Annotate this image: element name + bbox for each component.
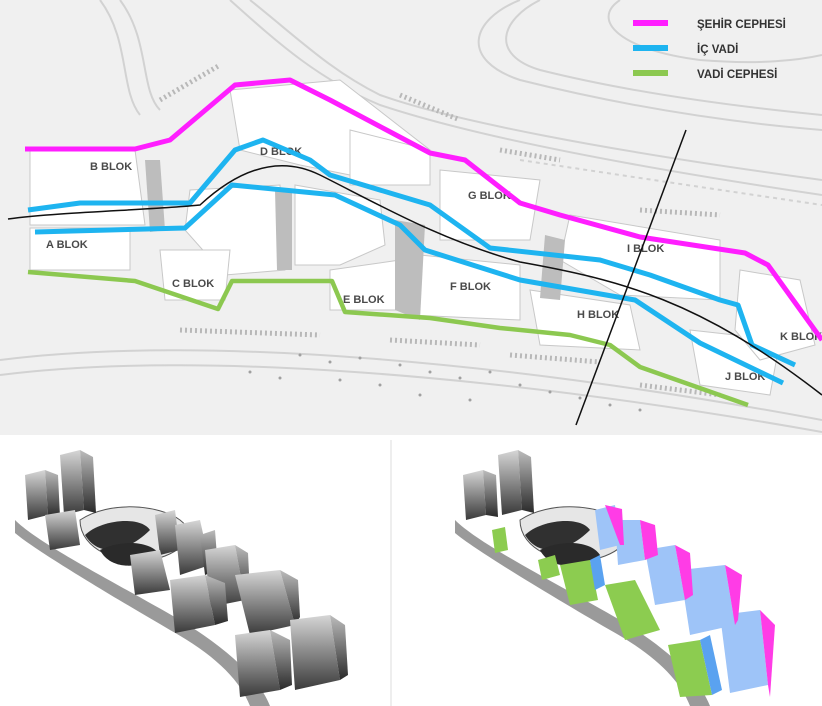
parking-rows xyxy=(158,62,721,398)
massing-models xyxy=(0,435,822,706)
site-plan: B BLOK A BLOK C BLOK D BLOK E BLOK F BLO… xyxy=(0,0,822,435)
valley-facade-line xyxy=(27,269,749,408)
building-footprints xyxy=(29,79,816,396)
section-cut-line xyxy=(575,129,687,426)
road-network xyxy=(0,0,822,433)
legend-label-inner: İÇ VADİ xyxy=(697,43,738,56)
tree-dots xyxy=(248,353,642,412)
block-label-g: G BLOK xyxy=(468,190,511,202)
legend-label-city: ŞEHİR CEPHESİ xyxy=(697,18,786,31)
block-label-h: H BLOK xyxy=(577,309,619,321)
block-label-f: F BLOK xyxy=(450,281,491,293)
massing-model-grayscale xyxy=(15,450,348,706)
model-base-road-right xyxy=(455,520,710,706)
inner-valley-line-upper xyxy=(27,137,797,368)
block-label-j: J BLOK xyxy=(725,371,765,383)
legend-swatch-valley xyxy=(633,70,668,76)
legend-swatch-inner xyxy=(633,45,668,51)
block-label-e: E BLOK xyxy=(343,294,385,306)
inner-valley-line-lower xyxy=(34,182,785,386)
block-label-c: C BLOK xyxy=(172,278,214,290)
block-label-d: D BLOK xyxy=(260,146,302,158)
block-label-i: I BLOK xyxy=(627,243,664,255)
legend: ŞEHİR CEPHESİ İÇ VADİ VADİ CEPHESİ xyxy=(633,18,786,81)
block-label-a: A BLOK xyxy=(46,239,88,251)
block-label-b: B BLOK xyxy=(90,161,132,173)
massing-model-facades xyxy=(455,450,775,706)
block-label-k: K BLOK xyxy=(780,331,822,343)
valley-axis-line xyxy=(7,164,822,396)
legend-swatch-city xyxy=(633,20,668,26)
model-base-road xyxy=(15,520,270,706)
legend-label-valley: VADİ CEPHESİ xyxy=(697,68,777,81)
city-facade-line xyxy=(25,77,822,342)
